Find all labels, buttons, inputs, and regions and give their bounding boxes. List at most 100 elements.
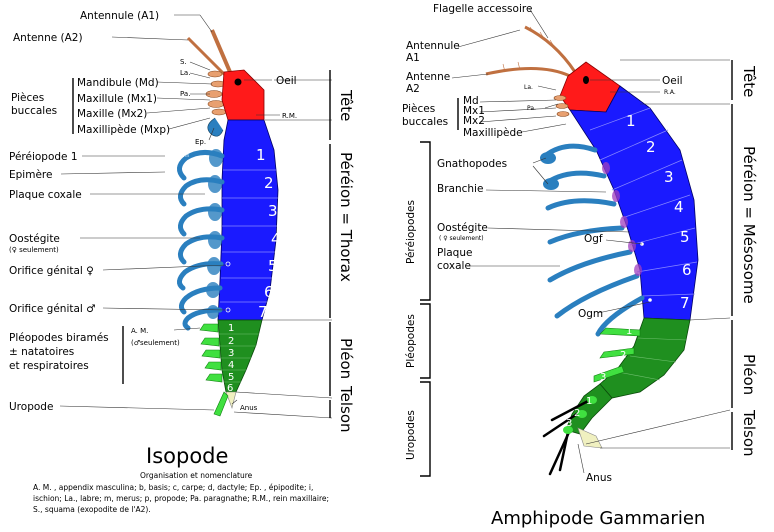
label-flagelle: Flagelle accessoire bbox=[433, 3, 532, 15]
group-pereiopodes: Péréiopodes bbox=[405, 200, 417, 264]
amphipode-ogm-pore bbox=[648, 298, 652, 302]
svg-text:5: 5 bbox=[228, 372, 234, 383]
svg-text:m: m bbox=[183, 152, 189, 159]
label-pieces-2: buccales bbox=[402, 116, 448, 128]
label-pieces-1: Pièces bbox=[11, 92, 44, 104]
label-epimere: Epimère bbox=[9, 169, 52, 181]
isopode-leader-lines bbox=[59, 14, 333, 419]
label-antenne: Antenne (A2) bbox=[13, 32, 83, 44]
label-paragnathe: Pa. bbox=[527, 105, 536, 112]
label-oeil: Oeil bbox=[662, 75, 683, 87]
label-orifice-m: Orifice génital ♂ bbox=[9, 303, 96, 315]
label-paragnathe: Pa. bbox=[180, 90, 190, 98]
svg-text:3: 3 bbox=[664, 168, 674, 186]
isopode-leg-letters: c m bbox=[175, 152, 189, 159]
region-tete: Tête bbox=[740, 65, 758, 97]
amphipode-antennule bbox=[524, 25, 577, 73]
amphipode-leader-lines bbox=[451, 7, 731, 474]
label-oeil: Oeil bbox=[276, 75, 297, 87]
svg-text:2: 2 bbox=[228, 336, 234, 347]
amphipode-gills bbox=[602, 162, 642, 276]
svg-text:3: 3 bbox=[600, 372, 606, 383]
label-antennule: Antennule (A1) bbox=[80, 10, 159, 22]
label-plaque: Plaque coxale bbox=[9, 189, 82, 201]
amphipode-urosome bbox=[565, 383, 613, 435]
isopode-mouthparts bbox=[205, 70, 227, 116]
label-ogf: Ogf bbox=[584, 233, 603, 245]
isopode-telson bbox=[225, 391, 237, 410]
region-pleon: Pléon bbox=[337, 338, 355, 379]
label-md: Md bbox=[463, 95, 479, 107]
label-rein: R.M. bbox=[282, 112, 297, 120]
label-pleopodes-2: ± natatoires bbox=[9, 346, 74, 358]
amphipode-antenna-setae bbox=[502, 26, 556, 73]
label-maxillule: Maxillule (Mx1) bbox=[77, 93, 157, 105]
label-squama: S. bbox=[180, 58, 187, 66]
svg-text:2: 2 bbox=[574, 408, 580, 419]
amphipode-pleon-segment-lines bbox=[617, 337, 687, 381]
isopode-legend-line-2: ischion; La., labre; m, merus; p, propod… bbox=[33, 494, 329, 503]
label-plaque-1: Plaque bbox=[437, 247, 472, 259]
region-telson: Telson bbox=[740, 409, 758, 457]
isopode-pleon-numbers: 1 2 3 4 5 6 bbox=[227, 323, 234, 394]
label-anus: Anus bbox=[586, 472, 612, 484]
label-anus: Anus bbox=[240, 404, 258, 412]
pereion-num-2: 2 bbox=[264, 174, 274, 192]
label-orifice-f: Orifice génital ♀ bbox=[9, 265, 94, 277]
label-antennule-2: A1 bbox=[406, 52, 420, 64]
svg-text:3: 3 bbox=[566, 418, 572, 429]
isopode-uropod bbox=[213, 391, 229, 417]
amphipode-eye bbox=[583, 76, 589, 84]
amphipode-telson bbox=[577, 427, 603, 449]
label-pleopodes-1: Pléopodes biramés bbox=[9, 332, 109, 344]
svg-text:6: 6 bbox=[227, 383, 233, 394]
label-appendix-note: (♂seulement) bbox=[131, 339, 180, 347]
label-oostegite-note: (♀ seulement) bbox=[9, 246, 59, 254]
pereion-num-1: 1 bbox=[256, 146, 266, 164]
isopode-eye bbox=[234, 78, 242, 86]
svg-text:2: 2 bbox=[620, 350, 626, 361]
label-appendix: A. M. bbox=[131, 327, 148, 335]
label-gnathopodes: Gnathopodes bbox=[437, 158, 507, 170]
group-pleopodes: Pléopodes bbox=[405, 314, 417, 368]
isopode-antennule bbox=[210, 29, 232, 73]
amphipode-pleopods bbox=[593, 327, 641, 383]
region-pereion: Péréion = Mésosome bbox=[740, 146, 758, 304]
region-telson: Telson bbox=[337, 385, 355, 433]
label-oostegite: Oostégite bbox=[437, 222, 488, 234]
isopode-title: Isopode bbox=[146, 444, 228, 468]
label-maxille: Maxille (Mx2) bbox=[77, 108, 147, 120]
label-pereiopode: Péréiopode 1 bbox=[9, 151, 78, 163]
region-pereion: Péréion = Thorax bbox=[337, 152, 355, 282]
isopode-subtitle: Organisation et nomenclature bbox=[140, 471, 253, 480]
svg-text:1: 1 bbox=[228, 323, 234, 334]
isopode-head bbox=[221, 69, 265, 121]
isopode-pleopods bbox=[199, 323, 223, 383]
label-maxillipede: Maxillipède (Mxp) bbox=[77, 124, 170, 136]
pereion-num-5: 5 bbox=[268, 257, 278, 275]
isopode-maxillipede bbox=[207, 117, 224, 137]
isopode-coxal-plates bbox=[206, 149, 223, 319]
amphipode-pereion-numbers: 1 2 3 4 5 6 7 bbox=[626, 112, 692, 312]
label-rein: R.A. bbox=[664, 89, 676, 96]
label-antennule-1: Antennule bbox=[406, 40, 460, 52]
svg-text:3: 3 bbox=[228, 348, 234, 359]
label-mx2: Mx2 bbox=[463, 115, 485, 127]
label-antenne-1: Antenne bbox=[406, 71, 450, 83]
amphipode-pereion-segment-lines bbox=[589, 107, 698, 297]
amphipode-pleon-numbers: 1 2 3 1 2 3 bbox=[566, 326, 632, 429]
svg-text:4: 4 bbox=[228, 360, 234, 371]
isopode-pleon bbox=[217, 319, 263, 393]
pereion-num-4: 4 bbox=[271, 230, 281, 248]
amphipode-uropods bbox=[542, 398, 592, 476]
label-antenne-2: A2 bbox=[406, 83, 420, 95]
amphipode-antenne bbox=[485, 67, 571, 78]
label-labre: La. bbox=[524, 84, 533, 91]
label-oostegite: Oostégite bbox=[9, 233, 60, 245]
label-plaque-2: coxale bbox=[437, 260, 471, 272]
svg-text:1: 1 bbox=[586, 396, 592, 407]
region-pleon: Pléon bbox=[740, 354, 758, 395]
isopode-legend-line-3: S., squama (exopodite de l'A2). bbox=[33, 505, 151, 514]
